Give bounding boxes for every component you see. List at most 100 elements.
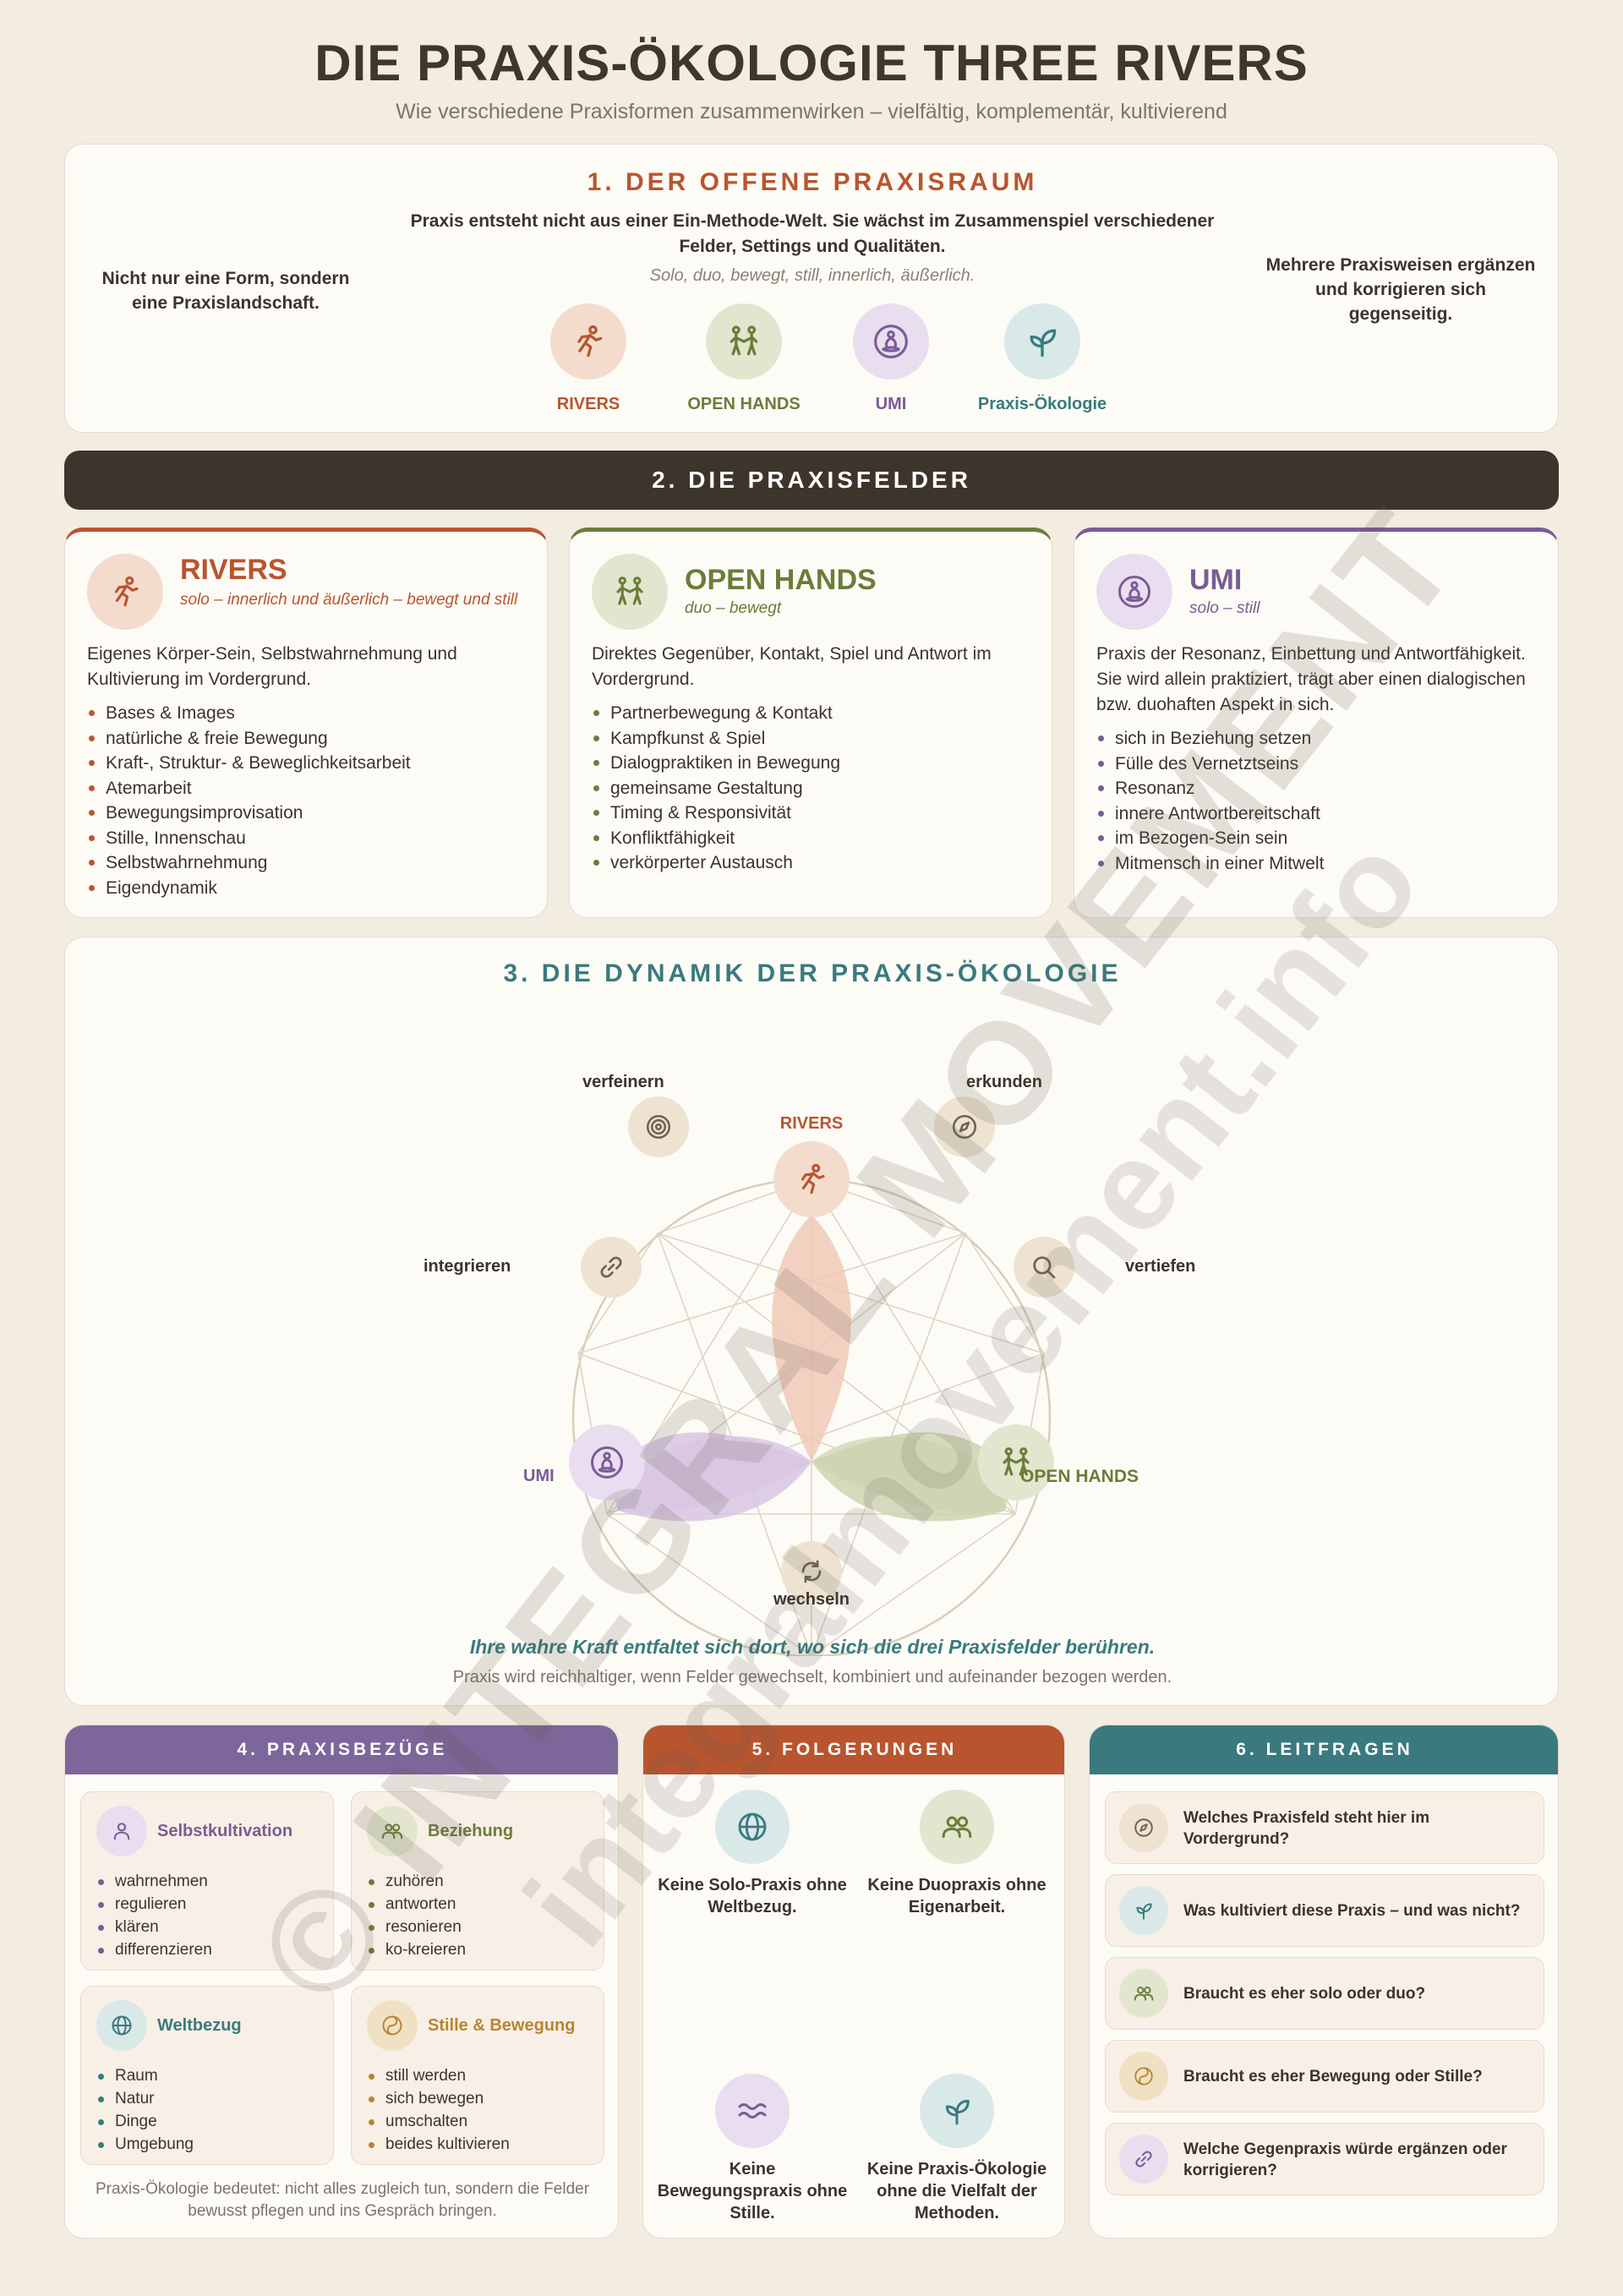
field-name: RIVERS	[180, 554, 287, 586]
section-dynamics: 3. DIE DYNAMIK DER PRAXIS-ÖKOLOGIE RIVER…	[64, 937, 1559, 1706]
section1-icon-rivers: RIVERS	[525, 303, 652, 414]
list-item: antworten	[367, 1893, 466, 1916]
field-description: Eigenes Körper-Sein, Selbstwahrnehmung u…	[87, 644, 457, 689]
people-icon	[367, 1806, 418, 1856]
section-conclusions: 5. FOLGERUNGEN Keine Solo-Praxis ohne We…	[642, 1725, 1065, 2239]
relation-box-world: Weltbezug Raum Natur Dinge Umgebung	[80, 1986, 334, 2165]
node-umi-meditation-icon	[569, 1424, 645, 1501]
field-item-list: sich in Beziehung setzen Fülle des Verne…	[1096, 726, 1536, 876]
people-icon	[1119, 1969, 1168, 2018]
relation-box-title: Weltbezug	[157, 2016, 242, 2035]
section3-title: 3. DIE DYNAMIK DER PRAXIS-ÖKOLOGIE	[503, 959, 1122, 987]
section1-icon-label: OPEN HANDS	[687, 395, 801, 413]
section4-header-bar: 4. PRAXISBEZÜGE	[65, 1725, 618, 1774]
section1-icon-label: RIVERS	[556, 395, 620, 413]
section5-header-bar: 5. FOLGERUNGEN	[643, 1725, 1064, 1774]
section-practice-relations: 4. PRAXISBEZÜGE Selbstkultivation wahrne…	[64, 1725, 619, 2239]
page-title: DIE PRAXIS-ÖKOLOGIE THREE RIVERS	[314, 35, 1309, 91]
list-item: wahrnehmen	[96, 1870, 212, 1893]
conclusion-text: Keine Bewegungspraxis ohne Stille.	[657, 2160, 848, 2222]
globe-icon	[715, 1790, 790, 1864]
relation-item-list: zuhören antworten resonieren ko-kreieren	[367, 1870, 466, 1961]
conclusion-text: Keine Solo-Praxis ohne Weltbezug.	[658, 1876, 847, 1916]
conclusion-text: Keine Praxis-Ökologie ohne die Vielfalt …	[866, 2160, 1047, 2222]
yin-yang-icon	[1119, 2052, 1168, 2101]
petal-rivers	[772, 1215, 851, 1462]
field-description: Praxis der Resonanz, Einbettung und Antw…	[1096, 644, 1526, 714]
list-item: differenzieren	[96, 1938, 212, 1961]
conclusion-item: Keine Duopraxis ohne Eigenarbeit.	[860, 1790, 1054, 1918]
field-card-open-hands: OPEN HANDS duo – bewegt Direktes Gegenüb…	[569, 528, 1052, 918]
field-tagline: solo – innerlich und äußerlich – bewegt …	[180, 591, 518, 609]
list-item: Bases & Images	[87, 701, 527, 726]
list-item: Kraft-, Struktur- & Beweglichkeitsarbeit	[87, 751, 527, 776]
dynamics-diagram	[571, 1178, 1052, 1656]
section1-right-note: Mehrere Praxisweisen ergänzen und korrig…	[1265, 255, 1536, 324]
list-item: Stille, Innenschau	[87, 826, 527, 851]
waves-icon	[715, 2074, 790, 2148]
sprout-icon	[1004, 303, 1080, 380]
relation-item-list: still werden sich bewegen umschalten bei…	[367, 2064, 510, 2156]
runner-icon	[550, 303, 626, 380]
person-icon	[96, 1806, 147, 1856]
list-item: umschalten	[367, 2110, 510, 2133]
sprout-icon	[1119, 1886, 1168, 1935]
list-item: Umgebung	[96, 2133, 194, 2156]
section6-title: 6. LEITFRAGEN	[1236, 1740, 1413, 1759]
relation-item-list: wahrnehmen regulieren klären differenzie…	[96, 1870, 212, 1961]
section1-title: 1. DER OFFENE PRAXISRAUM	[587, 168, 1038, 196]
question-item: Welche Gegenpraxis würde ergänzen oder k…	[1105, 2123, 1544, 2195]
node-wechseln-label: wechseln	[773, 1590, 850, 1609]
node-vertiefen-search-icon	[1014, 1237, 1074, 1298]
question-item: Welches Praxisfeld steht hier im Vorderg…	[1105, 1791, 1544, 1864]
node-integrieren-label: integrieren	[424, 1257, 511, 1276]
section1-icon-label: UMI	[875, 395, 907, 413]
list-item: Fülle des Vernetztseins	[1096, 752, 1536, 777]
sprout-icon	[920, 2074, 994, 2148]
conclusion-item: Keine Solo-Praxis ohne Weltbezug.	[655, 1790, 850, 1918]
section1-lead: Praxis entsteht nicht aus einer Ein-Meth…	[410, 211, 1215, 256]
node-umi-label: UMI	[523, 1467, 555, 1485]
relation-box-title: Selbstkultivation	[157, 1822, 293, 1840]
list-item: Bewegungsimprovisation	[87, 801, 527, 826]
field-item-list: Bases & Images natürliche & freie Bewegu…	[87, 701, 527, 900]
question-text: Was kultiviert diese Praxis – und was ni…	[1183, 1902, 1521, 1920]
list-item: verkörperter Austausch	[592, 850, 1031, 876]
node-erkunden-compass-icon	[934, 1096, 995, 1157]
list-item: sich in Beziehung setzen	[1096, 726, 1536, 752]
field-card-umi: UMI solo – still Praxis der Resonanz, Ei…	[1074, 528, 1559, 918]
conclusion-item: Keine Bewegungspraxis ohne Stille.	[655, 2074, 850, 2224]
meditation-icon	[1096, 554, 1172, 630]
node-open-hands-partners-icon	[978, 1424, 1054, 1501]
section1-icon-open-hands: OPEN HANDS	[659, 303, 828, 414]
field-card-rivers: RIVERS solo – innerlich und äußerlich – …	[64, 528, 548, 918]
question-text: Braucht es eher solo oder duo?	[1183, 1985, 1426, 2003]
list-item: Mitmensch in einer Mitwelt	[1096, 851, 1536, 877]
field-name: UMI	[1189, 564, 1243, 596]
field-name: OPEN HANDS	[685, 564, 877, 596]
section1-sub: Solo, duo, bewegt, still, innerlich, äuß…	[649, 266, 975, 285]
list-item: Resonanz	[1096, 776, 1536, 801]
section-guiding-questions: 6. LEITFRAGEN Welches Praxisfeld steht h…	[1089, 1725, 1559, 2239]
list-item: zuhören	[367, 1870, 466, 1893]
node-integrieren-link-icon	[581, 1237, 642, 1298]
meditation-icon	[853, 303, 929, 380]
relation-box-stillness-movement: Stille & Bewegung still werden sich bewe…	[351, 1986, 604, 2165]
section-open-practice-space: 1. DER OFFENE PRAXISRAUM Praxis entsteht…	[64, 144, 1559, 433]
section1-icon-label: Praxis-Ökologie	[977, 395, 1107, 413]
list-item: ko-kreieren	[367, 1938, 466, 1961]
field-tagline: duo – bewegt	[685, 599, 782, 617]
field-item-list: Partnerbewegung & Kontakt Kampfkunst & S…	[592, 701, 1031, 876]
yin-yang-icon	[367, 2000, 418, 2051]
section4-title: 4. PRAXISBEZÜGE	[237, 1740, 448, 1759]
field-tagline: solo – still	[1189, 599, 1260, 617]
node-erkunden-label: erkunden	[966, 1073, 1043, 1091]
runner-icon	[87, 554, 163, 630]
list-item: innere Antwortbereitschaft	[1096, 801, 1536, 827]
section3-claim: Ihre wahre Kraft entfaltet sich dort, wo…	[469, 1636, 1156, 1658]
section3-claim-sub: Praxis wird reichhaltiger, wenn Felder g…	[452, 1668, 1172, 1686]
question-text: Welche Gegenpraxis würde ergänzen oder k…	[1183, 2140, 1507, 2179]
list-item: Eigendynamik	[87, 876, 527, 901]
list-item: gemeinsame Gestaltung	[592, 776, 1031, 801]
